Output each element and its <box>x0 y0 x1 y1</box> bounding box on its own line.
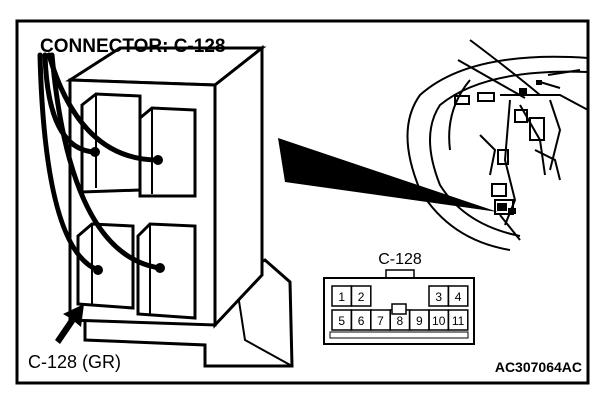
terminal-lower-right <box>136 222 197 320</box>
terminal-upper-left <box>80 92 142 194</box>
figure-frame <box>15 19 590 385</box>
zoom-wedge <box>278 138 498 212</box>
figure-code: AC307064AC <box>495 359 582 375</box>
pin-number: 3 <box>435 290 442 304</box>
pin-number: 11 <box>452 314 465 328</box>
callout-label: C-128 (GR) <box>28 352 121 372</box>
pin-number: 10 <box>432 314 446 328</box>
pin-number: 8 <box>397 314 404 328</box>
vehicle-detail-fills <box>497 80 542 214</box>
connector-illustration <box>37 44 294 368</box>
pointer-arrow <box>55 304 84 344</box>
vehicle-location-illustration <box>406 39 589 251</box>
pin-cell <box>447 309 469 331</box>
pin-number: 5 <box>338 314 345 328</box>
pin-number: 9 <box>416 314 423 328</box>
pin-number: 4 <box>455 290 462 304</box>
pin-number: 2 <box>358 290 365 304</box>
pin-number: 1 <box>338 290 345 304</box>
pinout-title: C-128 <box>378 251 422 268</box>
pin-cell <box>350 285 372 307</box>
header-label: CONNECTOR: C-128 <box>40 36 225 57</box>
terminal-upper-right <box>138 106 197 198</box>
pin-cell <box>447 285 469 307</box>
pin-number: 7 <box>377 314 384 328</box>
pin-number: 6 <box>358 314 365 328</box>
